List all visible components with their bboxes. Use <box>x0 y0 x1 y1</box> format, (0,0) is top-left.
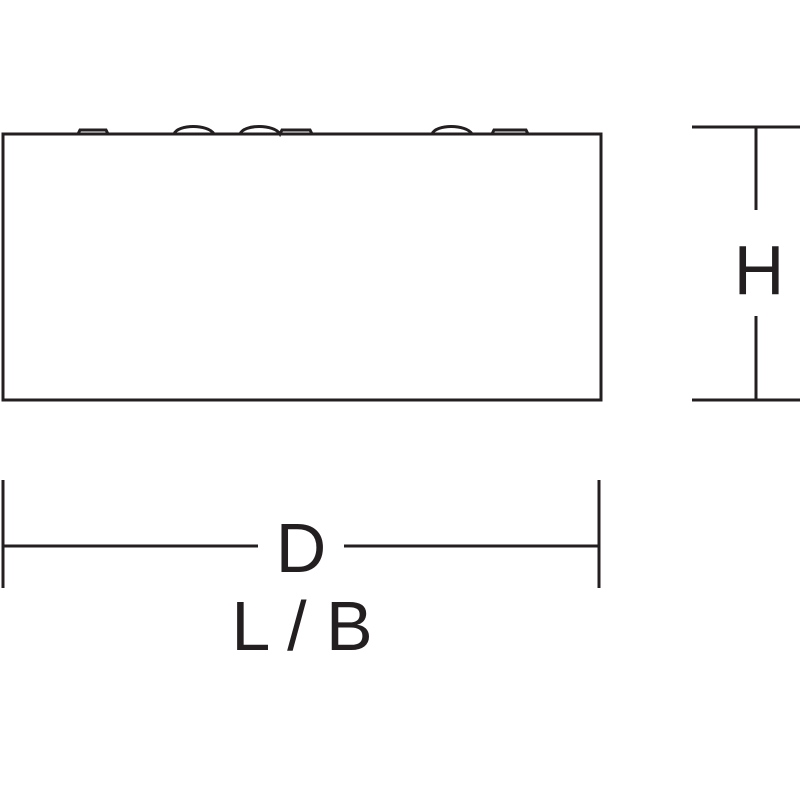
top-bump-2 <box>172 125 216 136</box>
height-label: H <box>734 231 785 309</box>
top-bump-5 <box>490 128 530 135</box>
product-outline <box>1 132 603 402</box>
length-width-label: L / B <box>231 587 372 665</box>
depth-dimension: D L / B <box>1 480 601 665</box>
height-dimension: H <box>692 125 800 402</box>
product-body <box>1 125 603 402</box>
depth-label: D <box>276 509 327 587</box>
top-bump-4 <box>430 125 474 136</box>
top-bump-1 <box>76 128 110 135</box>
top-bump-3 <box>238 125 314 138</box>
